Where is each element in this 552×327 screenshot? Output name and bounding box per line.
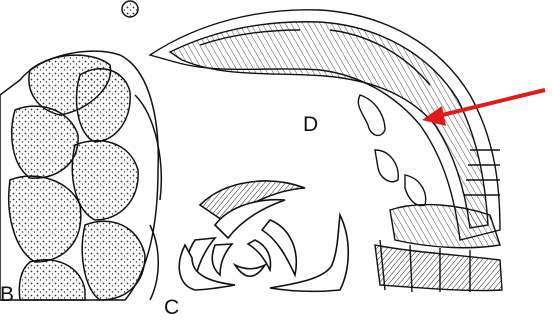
panel-b-bud — [0, 51, 161, 300]
inner-cavity — [358, 95, 385, 135]
panel-label-d: D — [303, 114, 318, 135]
right-arc — [262, 220, 296, 275]
panel-label-b: B — [0, 284, 14, 305]
panel-label-c: C — [164, 297, 179, 318]
inner-right-arc — [248, 240, 270, 270]
panel-c-floral-diagram — [179, 181, 348, 291]
inner-bottom-arc — [235, 265, 265, 276]
top-knob-fragment — [122, 1, 138, 17]
basal-tissue — [375, 245, 502, 291]
inner-left-arc — [212, 244, 232, 275]
inner-cavity — [405, 175, 426, 206]
inner-cavity — [375, 150, 398, 182]
